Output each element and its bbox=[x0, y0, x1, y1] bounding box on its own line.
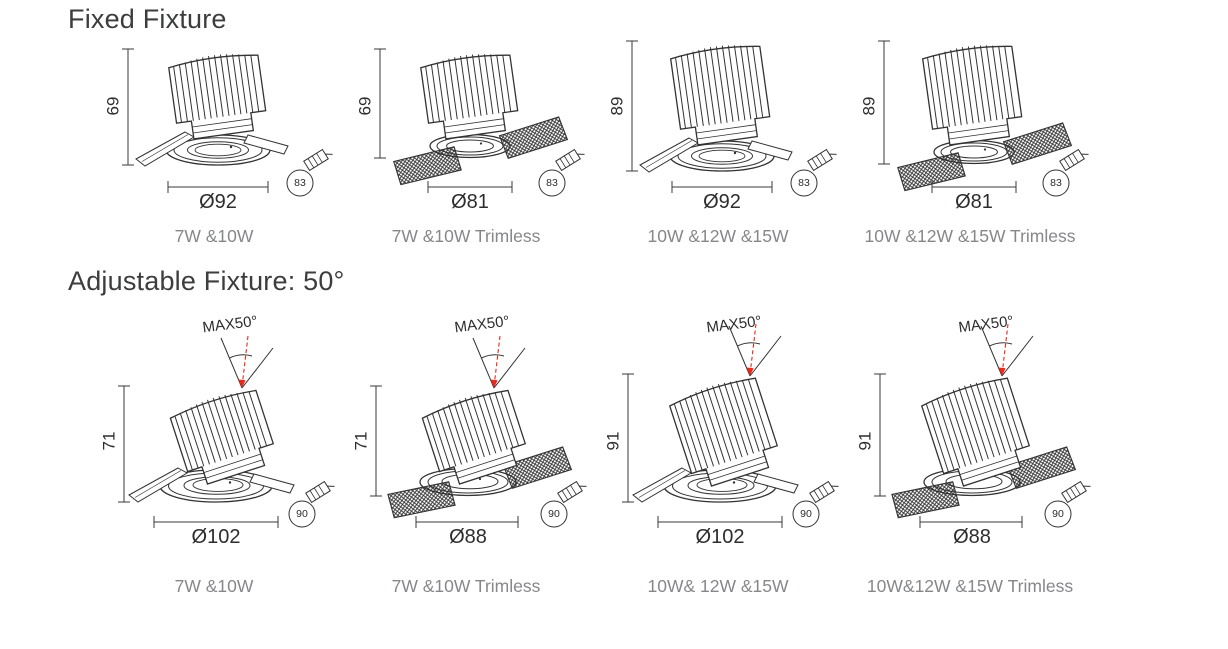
diameter-dimension-line bbox=[427, 181, 513, 193]
fixture-drawing bbox=[878, 39, 1090, 197]
cutout-dimension-label: 83 bbox=[798, 177, 810, 189]
height-dimension-label: 89 bbox=[607, 96, 627, 116]
adjustable-fixture-row: MAX50° 71 Ø102 90 7W &10W bbox=[88, 308, 1096, 608]
cutout-dimension-label: 90 bbox=[800, 508, 812, 520]
diameter-dimension-label: Ø81 bbox=[955, 191, 993, 213]
cutout-dimension-label: 83 bbox=[546, 177, 558, 189]
fixture-drawing bbox=[122, 48, 334, 197]
power-rating-label: 10W &12W &15W bbox=[647, 226, 789, 246]
spring-plate-left bbox=[890, 480, 961, 519]
tag-icon bbox=[1059, 145, 1090, 171]
fixture-drawing bbox=[626, 39, 838, 197]
fixture-adjustable-2: MAX50° 71 Ø88 90 7W &10W Trimless bbox=[340, 308, 592, 608]
spring-plate-left bbox=[392, 145, 463, 186]
fixture-adjustable-1: MAX50° 71 Ø102 90 7W &10W bbox=[88, 308, 340, 608]
cutout-circle bbox=[1042, 169, 1070, 197]
cutout-circle bbox=[790, 169, 818, 197]
tag-icon bbox=[557, 477, 588, 503]
diameter-dimension-line bbox=[657, 516, 783, 528]
height-dimension-line bbox=[622, 373, 634, 503]
cutout-circle bbox=[792, 500, 820, 528]
cutout-dimension-label: 83 bbox=[294, 177, 306, 189]
cutout-dimension-label: 90 bbox=[548, 508, 560, 520]
height-dimension-line bbox=[626, 40, 638, 172]
tag-icon bbox=[555, 145, 586, 171]
power-rating-label: 7W &10W Trimless bbox=[391, 226, 541, 246]
fixture-drawing bbox=[874, 323, 1092, 528]
height-dimension-label: 89 bbox=[859, 96, 879, 116]
diameter-dimension-label: Ø88 bbox=[449, 526, 487, 548]
height-dimension-label: 69 bbox=[103, 96, 123, 116]
height-dimension-line bbox=[370, 385, 382, 497]
fixture-fixed-1: 69 Ø92 83 7W &10W bbox=[88, 36, 340, 271]
fixture-fixed-2: 69 Ø81 83 7W &10W Trimless bbox=[340, 36, 592, 271]
height-dimension-line bbox=[878, 40, 890, 165]
diameter-dimension-label: Ø92 bbox=[199, 191, 237, 213]
heatsink-body bbox=[167, 48, 269, 142]
diameter-dimension-label: Ø88 bbox=[953, 526, 991, 548]
power-rating-label: 10W&12W &15W Trimless bbox=[866, 576, 1074, 596]
power-rating-label: 10W& 12W &15W bbox=[647, 576, 789, 596]
fixture-drawing bbox=[374, 48, 586, 197]
fixture-adjustable-3: MAX50° 91 Ø102 90 10W& 12W &15W bbox=[592, 308, 844, 608]
fixture-adjustable-4: MAX50° 91 Ø88 90 10W&12W &15W Trimless bbox=[844, 308, 1096, 608]
cutout-circle bbox=[286, 169, 314, 197]
power-rating-label: 7W &10W bbox=[174, 576, 254, 596]
cutout-circle bbox=[538, 169, 566, 197]
tag-icon bbox=[807, 145, 838, 171]
spring-plate-left bbox=[896, 151, 967, 192]
spring-plate-left bbox=[386, 480, 457, 519]
tag-icon bbox=[303, 145, 334, 171]
diameter-dimension-line bbox=[167, 181, 269, 193]
section-title-adjustable: Adjustable Fixture: 50° bbox=[68, 266, 345, 296]
tag-icon bbox=[809, 477, 840, 503]
tag-icon bbox=[305, 477, 336, 503]
height-dimension-line bbox=[874, 373, 886, 497]
height-dimension-label: 71 bbox=[99, 431, 119, 451]
fixture-drawing bbox=[622, 323, 840, 528]
diameter-dimension-line bbox=[415, 516, 519, 528]
diameter-dimension-line bbox=[153, 516, 279, 528]
fixture-fixed-4: 89 Ø81 83 10W &12W &15W Trimless bbox=[844, 36, 1096, 271]
heatsink-body bbox=[921, 39, 1025, 148]
height-dimension-line bbox=[122, 48, 134, 166]
fixture-fixed-3: 89 Ø92 83 10W &12W &15W bbox=[592, 36, 844, 271]
cutout-dimension-label: 90 bbox=[1052, 508, 1064, 520]
tilt-angle-annotation bbox=[472, 335, 526, 389]
diameter-dimension-line bbox=[931, 181, 1017, 193]
cutout-circle bbox=[288, 500, 316, 528]
diameter-dimension-label: Ø102 bbox=[191, 526, 241, 548]
spring-plate-right bbox=[1001, 121, 1073, 166]
height-dimension-label: 91 bbox=[855, 431, 875, 451]
diameter-dimension-label: Ø102 bbox=[695, 526, 745, 548]
power-rating-label: 10W &12W &15W Trimless bbox=[864, 226, 1076, 246]
heatsink-body bbox=[419, 48, 521, 142]
diameter-dimension-label: Ø81 bbox=[451, 191, 489, 213]
section-title-fixed: Fixed Fixture bbox=[68, 4, 227, 34]
fixture-drawing bbox=[370, 335, 588, 528]
tilt-angle-annotation bbox=[220, 335, 274, 389]
cutout-dimension-label: 90 bbox=[296, 508, 308, 520]
cutout-dimension-label: 83 bbox=[1050, 177, 1062, 189]
diameter-dimension-line bbox=[919, 516, 1023, 528]
fixed-fixture-row: 69 Ø92 83 7W &10W 69 Ø81 bbox=[88, 36, 1096, 271]
height-dimension-label: 91 bbox=[603, 431, 623, 451]
diameter-dimension-line bbox=[671, 181, 773, 193]
power-rating-label: 7W &10W bbox=[174, 226, 254, 246]
height-dimension-label: 69 bbox=[355, 96, 375, 116]
spring-plate-right bbox=[497, 115, 569, 160]
height-dimension-label: 71 bbox=[351, 431, 371, 451]
power-rating-label: 7W &10W Trimless bbox=[391, 576, 541, 596]
heatsink-body bbox=[669, 39, 773, 148]
cutout-circle bbox=[540, 500, 568, 528]
fixture-drawing bbox=[118, 335, 336, 528]
height-dimension-line bbox=[374, 48, 386, 159]
height-dimension-line bbox=[118, 385, 130, 503]
diameter-dimension-label: Ø92 bbox=[703, 191, 741, 213]
tag-icon bbox=[1061, 477, 1092, 503]
cutout-circle bbox=[1044, 500, 1072, 528]
